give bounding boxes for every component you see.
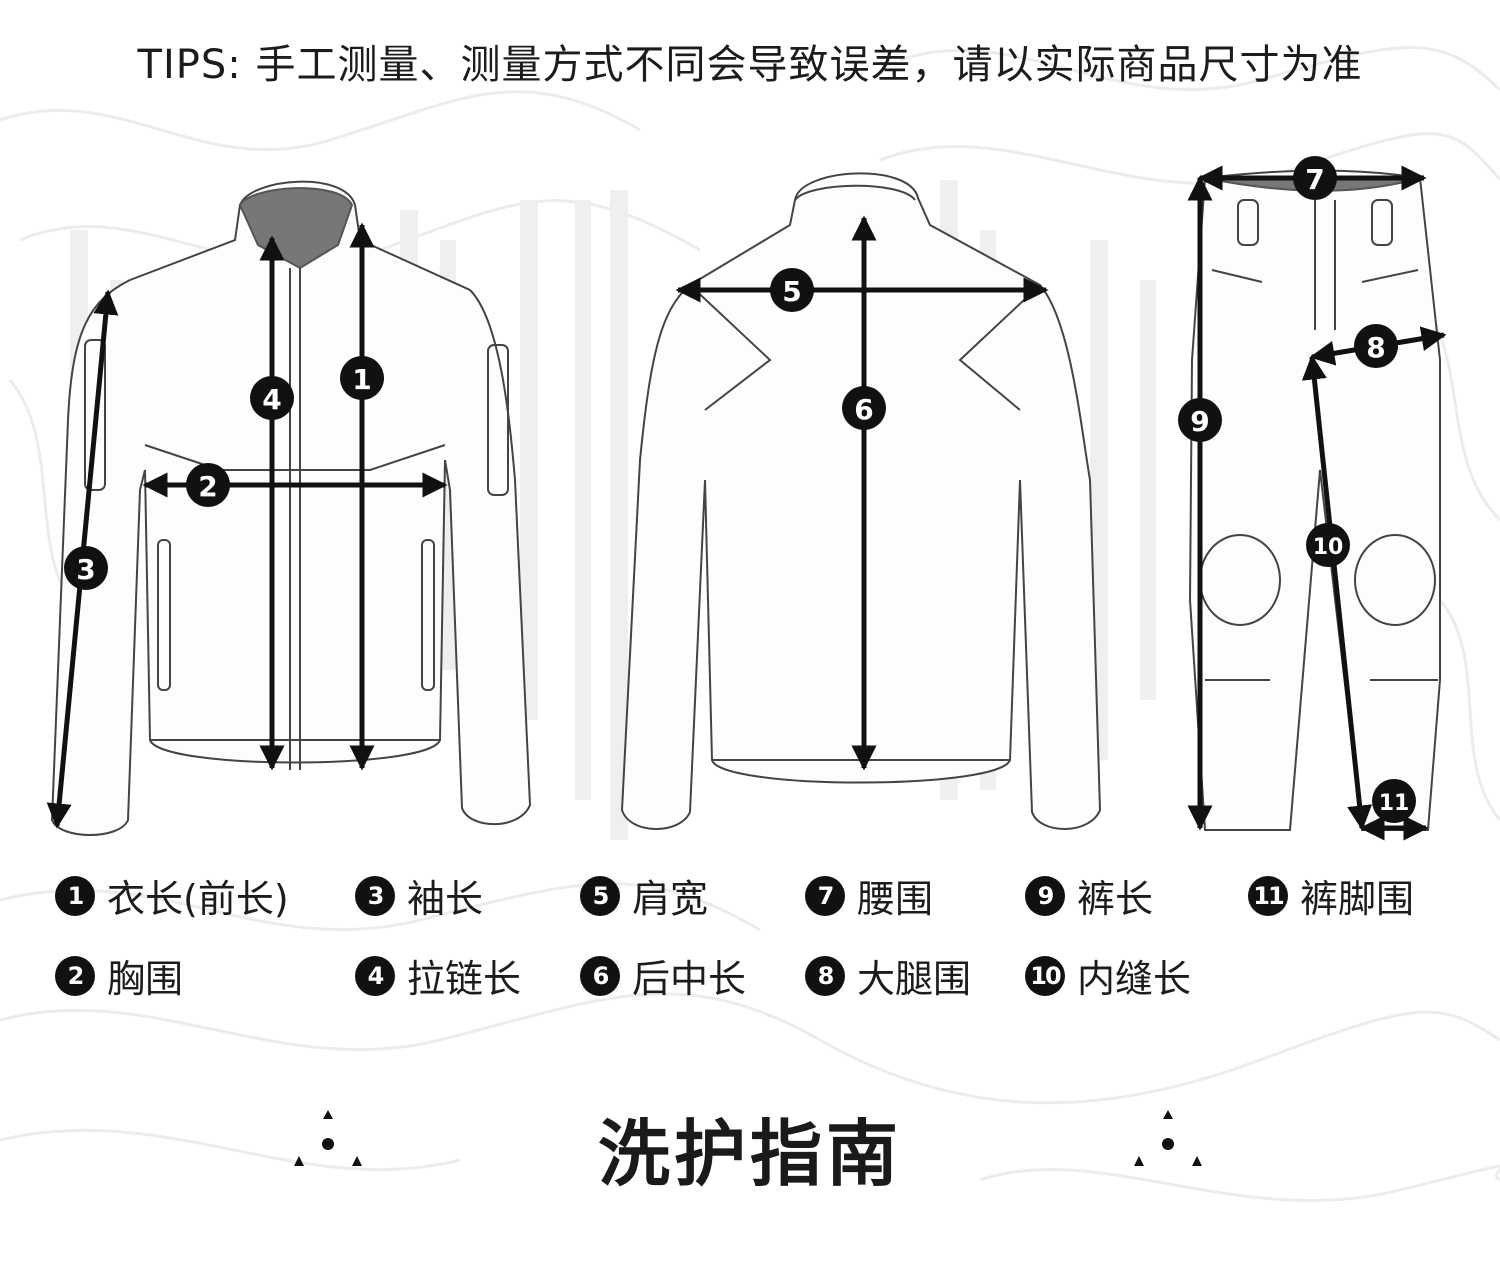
marker-10: [1306, 523, 1350, 567]
marker-10-text: 10: [1313, 535, 1344, 560]
marker-5-text: 5: [782, 275, 801, 308]
marker-7: [1293, 156, 1337, 200]
care-guide-title: 洗护指南: [597, 1112, 902, 1196]
marker-11: [1372, 779, 1416, 823]
marker-8-text: 8: [1366, 331, 1385, 364]
measurement-diagram: 1 2 3 4 5 6 7 8 9 10 11: [46, 156, 1447, 841]
decorative-dots-icon-right: [1134, 1110, 1202, 1166]
tips-text: TIPS: 手工测量、测量方式不同会导致误差，请以实际商品尺寸为准: [137, 42, 1363, 88]
marker-3-text: 3: [76, 553, 95, 586]
marker-4: [250, 376, 294, 420]
marker-7-text: 7: [1305, 163, 1324, 196]
marker-8: [1354, 324, 1398, 368]
marker-5: [770, 268, 814, 312]
marker-9: [1178, 398, 1222, 442]
measure-line-10: [1301, 354, 1373, 831]
jacket-front-illustration: [50, 180, 532, 836]
marker-2: [186, 463, 230, 507]
marker-11-text: 11: [1379, 791, 1410, 816]
marker-1-text: 1: [352, 363, 371, 396]
marker-6-text: 6: [854, 393, 873, 426]
marker-4-text: 4: [262, 383, 281, 416]
jacket-back-illustration: [620, 172, 1102, 830]
marker-1: [340, 356, 384, 400]
marker-6: [842, 386, 886, 430]
decorative-dots-icon-left: [294, 1110, 362, 1166]
marker-9-text: 9: [1190, 405, 1209, 438]
marker-3: [64, 546, 108, 590]
pants-illustration: [1188, 169, 1441, 831]
marker-2-text: 2: [198, 470, 217, 503]
